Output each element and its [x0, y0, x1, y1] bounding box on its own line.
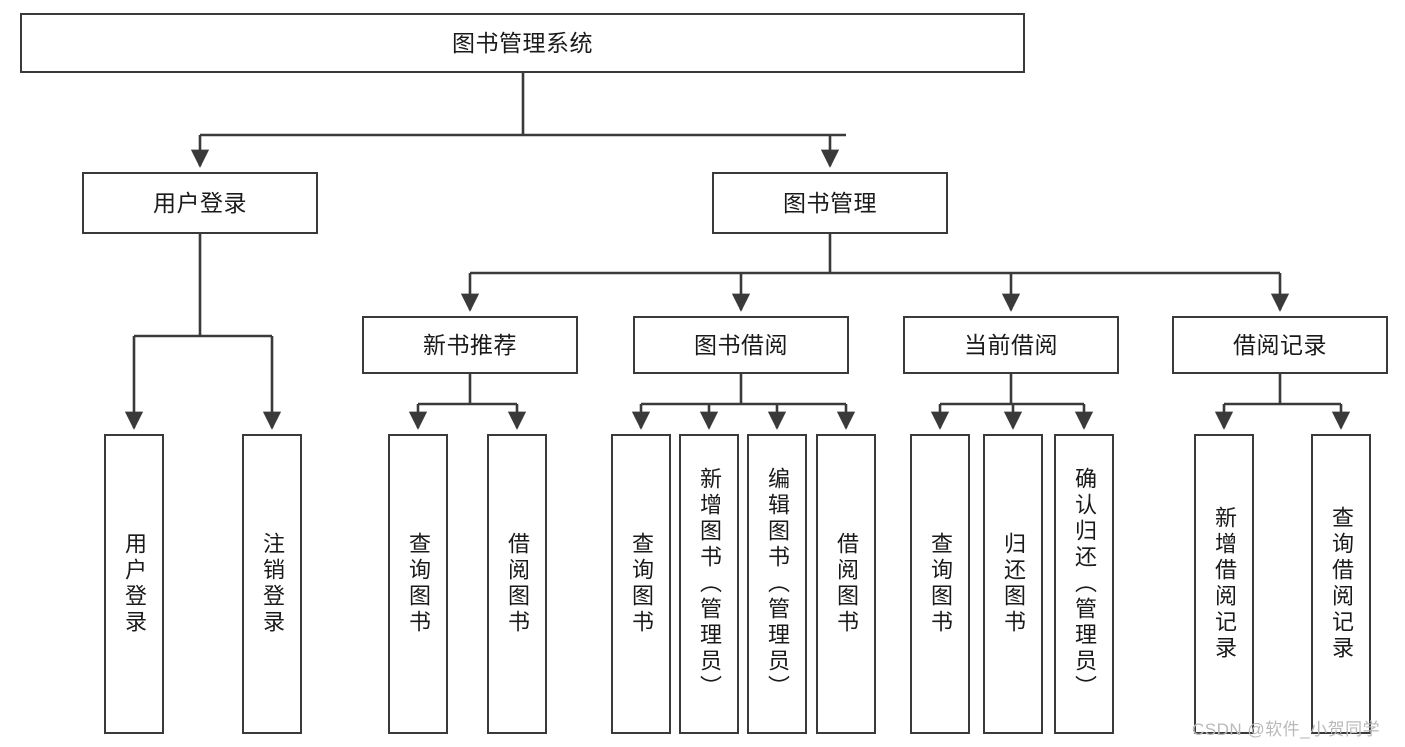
node-leaf-borrow-book-2-label: 借阅图书 — [834, 532, 859, 636]
node-new-book-recommend-label: 新书推荐 — [423, 331, 517, 358]
node-leaf-borrow-book-2[interactable]: 借阅图书 — [816, 434, 876, 734]
node-leaf-query-book-2-label: 查询图书 — [629, 532, 654, 636]
node-leaf-query-record[interactable]: 查询借阅记录 — [1311, 434, 1371, 734]
node-leaf-query-record-label: 查询借阅记录 — [1329, 506, 1354, 662]
node-leaf-query-book-3[interactable]: 查询图书 — [910, 434, 970, 734]
node-leaf-user-login[interactable]: 用户登录 — [104, 434, 164, 734]
node-leaf-edit-book[interactable]: 编辑图书（管理员） — [747, 434, 807, 734]
node-root[interactable]: 图书管理系统 — [20, 13, 1025, 73]
node-leaf-add-record[interactable]: 新增借阅记录 — [1194, 434, 1254, 734]
node-leaf-query-book-2[interactable]: 查询图书 — [611, 434, 671, 734]
node-leaf-add-record-label: 新增借阅记录 — [1212, 506, 1237, 662]
node-borrow-record-label: 借阅记录 — [1233, 331, 1327, 358]
node-leaf-query-book-3-label: 查询图书 — [928, 532, 953, 636]
node-leaf-confirm-return-label: 确认归还（管理员） — [1072, 467, 1097, 701]
node-book-manage[interactable]: 图书管理 — [712, 172, 948, 234]
node-root-label: 图书管理系统 — [452, 29, 593, 56]
node-leaf-logout-login-label: 注销登录 — [260, 532, 285, 636]
node-leaf-add-book[interactable]: 新增图书（管理员） — [679, 434, 739, 734]
node-leaf-edit-book-label: 编辑图书（管理员） — [765, 467, 790, 701]
node-leaf-return-book[interactable]: 归还图书 — [983, 434, 1043, 734]
node-book-manage-label: 图书管理 — [783, 189, 877, 216]
node-leaf-borrow-book-1-label: 借阅图书 — [505, 532, 530, 636]
node-borrow-record[interactable]: 借阅记录 — [1172, 316, 1388, 374]
node-user-login[interactable]: 用户登录 — [82, 172, 318, 234]
node-leaf-query-book-1-label: 查询图书 — [406, 532, 431, 636]
node-current-borrow[interactable]: 当前借阅 — [903, 316, 1119, 374]
node-book-borrow-label: 图书借阅 — [694, 331, 788, 358]
node-leaf-return-book-label: 归还图书 — [1001, 532, 1026, 636]
node-user-login-label: 用户登录 — [153, 189, 247, 216]
node-leaf-borrow-book-1[interactable]: 借阅图书 — [487, 434, 547, 734]
node-current-borrow-label: 当前借阅 — [964, 331, 1058, 358]
node-book-borrow[interactable]: 图书借阅 — [633, 316, 849, 374]
node-leaf-add-book-label: 新增图书（管理员） — [697, 467, 722, 701]
node-leaf-user-login-label: 用户登录 — [122, 532, 147, 636]
node-leaf-query-book-1[interactable]: 查询图书 — [388, 434, 448, 734]
node-leaf-confirm-return[interactable]: 确认归还（管理员） — [1054, 434, 1114, 734]
node-new-book-recommend[interactable]: 新书推荐 — [362, 316, 578, 374]
csdn-watermark: CSDN @软件_小贺同学 — [1192, 720, 1381, 739]
node-leaf-logout-login[interactable]: 注销登录 — [242, 434, 302, 734]
